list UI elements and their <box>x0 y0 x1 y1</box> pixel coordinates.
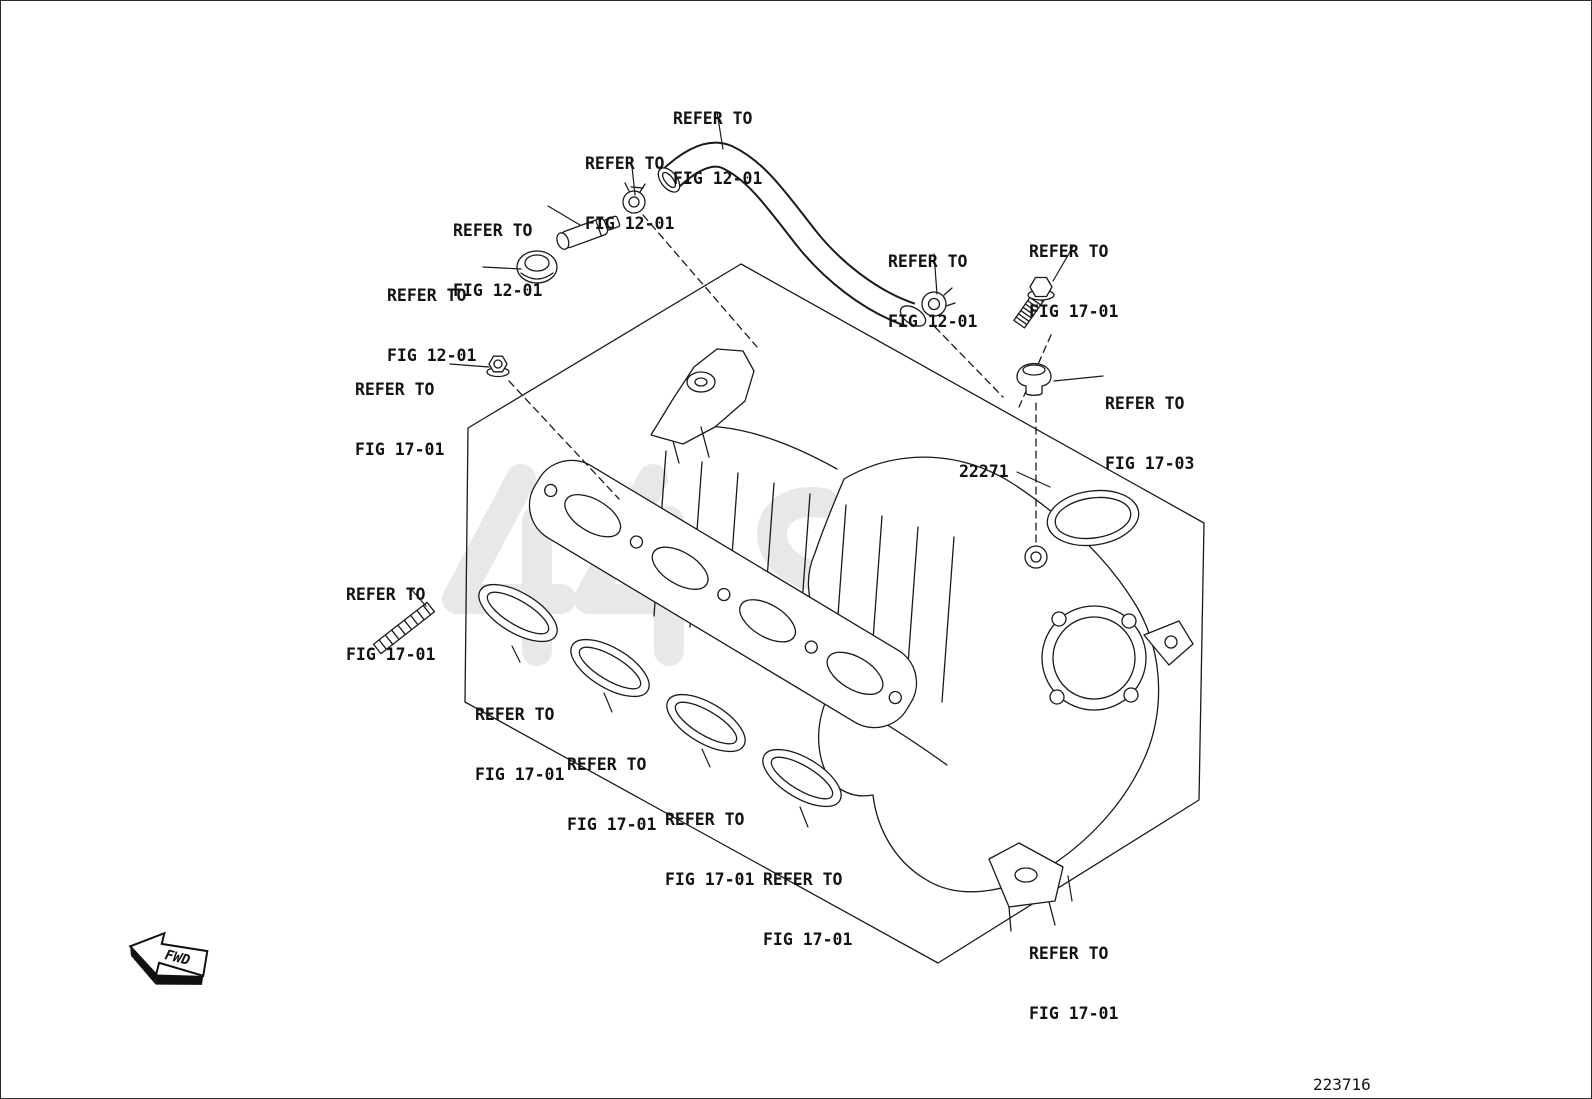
ref-line1: REFER TO <box>1029 242 1109 261</box>
ref-label-gasket1-fig17-01: REFER TO FIG 17-01 <box>475 665 564 805</box>
ref-label-cap-fig12-01: REFER TO FIG 12-01 <box>387 246 476 386</box>
ref-label-gasket3-fig17-01: REFER TO FIG 17-01 <box>665 770 754 910</box>
stud-bolt <box>374 602 435 653</box>
pcv-hose <box>654 155 929 331</box>
intake-manifold-body <box>515 349 1193 931</box>
ref-line1: REFER TO <box>585 154 665 173</box>
ref-line1: REFER TO <box>346 585 426 604</box>
throttle-flange <box>1042 606 1193 710</box>
port-gaskets <box>470 573 850 818</box>
ref-label-clamp-upper-fig12-01: REFER TO FIG 12-01 <box>585 114 674 254</box>
ref-line2: FIG 17-01 <box>567 815 657 834</box>
hose-connector <box>555 213 621 251</box>
projection-dashed-lines <box>509 215 1051 545</box>
bottom-bracket <box>989 843 1063 931</box>
figure-number: 223716 <box>1313 1075 1371 1094</box>
port-gasket-3 <box>658 683 754 763</box>
ref-label-gasket4-fig17-01: REFER TO FIG 17-01 <box>763 830 852 970</box>
ref-line2: FIG 12-01 <box>673 169 763 188</box>
port-gasket-4 <box>754 738 850 818</box>
ref-line2: FIG 17-01 <box>1029 302 1119 321</box>
ref-line2: FIG 17-01 <box>475 765 565 784</box>
ref-line1: REFER TO <box>475 705 555 724</box>
ref-line2: FIG 12-01 <box>585 214 675 233</box>
ring-gasket-22271 <box>1044 485 1143 551</box>
fwd-arrow: FWD <box>123 926 212 985</box>
ref-line2: FIG 12-01 <box>453 281 543 300</box>
ref-label-connector-fig12-01: REFER TO FIG 12-01 <box>453 181 542 321</box>
ref-line2: FIG 17-01 <box>763 930 853 949</box>
ref-label-nut-fig17-01: REFER TO FIG 17-01 <box>355 340 444 480</box>
ref-line2: FIG 17-01 <box>346 645 436 664</box>
port-gasket-2 <box>562 628 658 708</box>
mounting-flange <box>515 446 930 742</box>
port-gasket-1 <box>470 573 566 653</box>
ref-label-grommet-fig17-03: REFER TO FIG 17-03 <box>1105 354 1194 494</box>
ref-line1: REFER TO <box>763 870 843 889</box>
fwd-label: FWD <box>163 947 191 969</box>
ref-line1: REFER TO <box>1029 944 1109 963</box>
ref-line1: REFER TO <box>1105 394 1185 413</box>
ref-line2: FIG 17-01 <box>665 870 755 889</box>
flange-nut <box>487 356 509 376</box>
ref-line2: FIG 17-01 <box>355 440 445 459</box>
ref-label-gasket2-fig17-01: REFER TO FIG 17-01 <box>567 715 656 855</box>
ref-line1: REFER TO <box>387 286 467 305</box>
leader-lines <box>410 112 1103 901</box>
cap <box>517 251 557 283</box>
ref-label-manifold-fig17-01: REFER TO FIG 17-01 <box>1029 904 1118 1044</box>
grommet-hole <box>1025 546 1047 568</box>
ref-line1: REFER TO <box>888 252 968 271</box>
part-number-22271: 22271 <box>959 462 1009 481</box>
ref-label-bolt-fig17-01: REFER TO FIG 17-01 <box>1029 202 1118 342</box>
ref-line2: FIG 17-03 <box>1105 454 1195 473</box>
ref-label-hose-fig12-01: REFER TO FIG 12-01 <box>673 69 762 209</box>
ref-line1: REFER TO <box>453 221 533 240</box>
ref-line2: FIG 17-01 <box>1029 1004 1119 1023</box>
isometric-box <box>465 264 1204 963</box>
flange-bolt <box>1014 278 1054 328</box>
ref-line1: REFER TO <box>567 755 647 774</box>
hose-clamp-lower <box>922 288 955 316</box>
ref-line2: FIG 12-01 <box>387 346 477 365</box>
ref-label-clamp-lower-fig12-01: REFER TO FIG 12-01 <box>888 212 977 352</box>
ref-line1: REFER TO <box>355 380 435 399</box>
rubber-grommet <box>1017 364 1051 396</box>
ref-line1: REFER TO <box>665 810 745 829</box>
ref-label-stud-fig17-01: REFER TO FIG 17-01 <box>346 545 435 685</box>
ref-line1: REFER TO <box>673 109 753 128</box>
upper-bracket <box>651 349 754 463</box>
ref-line2: FIG 12-01 <box>888 312 978 331</box>
